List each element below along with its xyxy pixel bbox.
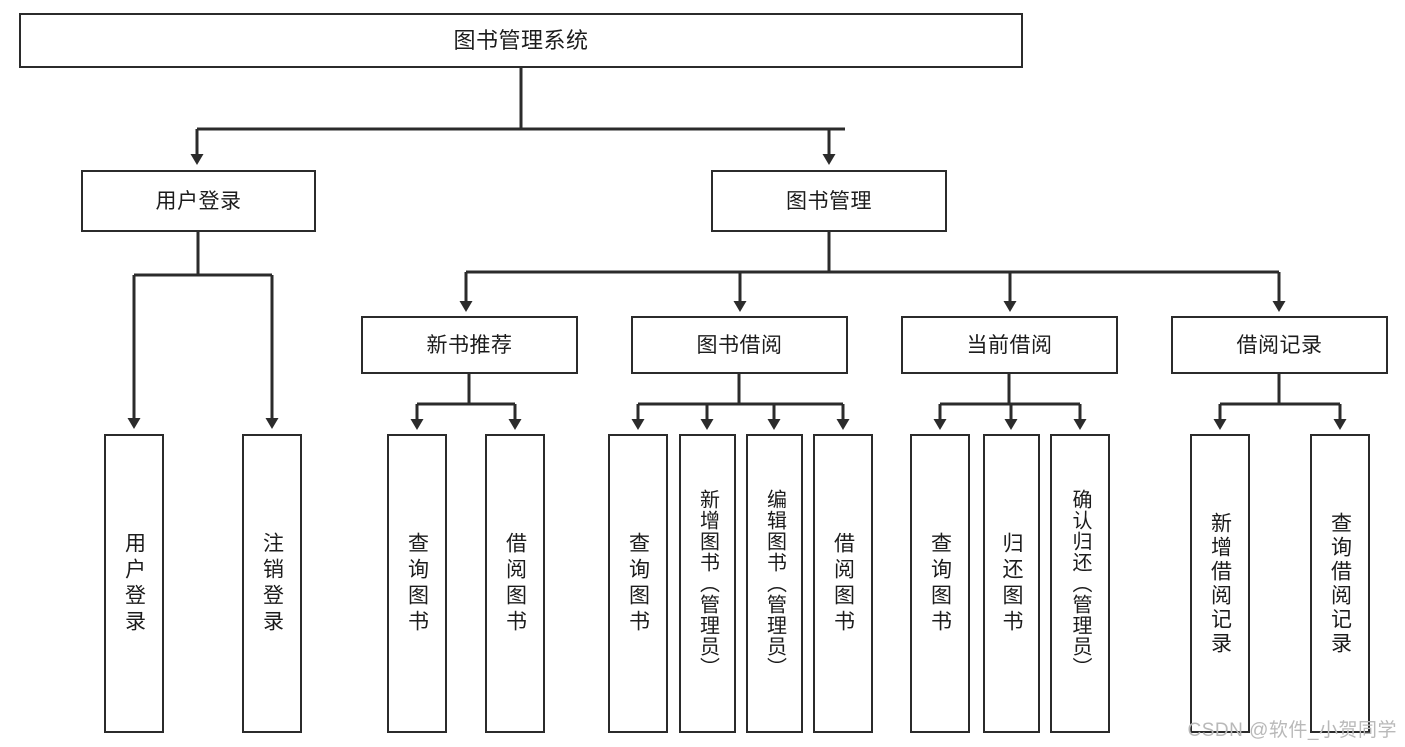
node-label: 图书管理系统 bbox=[453, 27, 589, 53]
leaf-newbook-query-book[interactable]: 查询图书 bbox=[387, 434, 447, 733]
node-label: 归还图书 bbox=[1000, 531, 1023, 636]
leaf-record-query-borrow-record[interactable]: 查询借阅记录 bbox=[1310, 434, 1370, 733]
leaf-user-login[interactable]: 用户登录 bbox=[104, 434, 164, 733]
leaf-borrow-add-book-admin[interactable]: 新增图书（管理员） bbox=[679, 434, 736, 733]
node-label: 确认归还（管理员） bbox=[1069, 489, 1091, 678]
node-label: 编辑图书（管理员） bbox=[763, 489, 786, 678]
node-label: 借阅记录 bbox=[1236, 333, 1323, 357]
node-label: 查询借阅记录 bbox=[1328, 511, 1352, 656]
node-user-login[interactable]: 用户登录 bbox=[81, 170, 316, 232]
node-label: 新增借阅记录 bbox=[1208, 511, 1232, 656]
node-book-management[interactable]: 图书管理 bbox=[711, 170, 947, 232]
node-label: 查询图书 bbox=[626, 531, 650, 636]
leaf-borrow-borrow-book[interactable]: 借阅图书 bbox=[813, 434, 873, 733]
leaf-newbook-borrow-book[interactable]: 借阅图书 bbox=[485, 434, 545, 733]
node-root-book-management-system[interactable]: 图书管理系统 bbox=[19, 13, 1023, 68]
node-label: 用户登录 bbox=[155, 189, 242, 213]
leaf-record-add-borrow-record[interactable]: 新增借阅记录 bbox=[1190, 434, 1250, 733]
node-book-borrow[interactable]: 图书借阅 bbox=[631, 316, 848, 374]
node-new-book-recommend[interactable]: 新书推荐 bbox=[361, 316, 578, 374]
leaf-current-query-book[interactable]: 查询图书 bbox=[910, 434, 970, 733]
leaf-borrow-query-book[interactable]: 查询图书 bbox=[608, 434, 668, 733]
leaf-current-confirm-return-admin[interactable]: 确认归还（管理员） bbox=[1050, 434, 1110, 733]
node-current-borrow[interactable]: 当前借阅 bbox=[901, 316, 1118, 374]
node-label: 注销登录 bbox=[260, 531, 284, 636]
node-label: 新书推荐 bbox=[426, 333, 513, 357]
leaf-borrow-edit-book-admin[interactable]: 编辑图书（管理员） bbox=[746, 434, 803, 733]
node-label: 借阅图书 bbox=[831, 531, 855, 636]
leaf-user-logout[interactable]: 注销登录 bbox=[242, 434, 302, 733]
node-label: 查询图书 bbox=[405, 531, 429, 636]
node-label: 新增图书（管理员） bbox=[696, 489, 719, 678]
node-borrow-record[interactable]: 借阅记录 bbox=[1171, 316, 1388, 374]
node-label: 图书借阅 bbox=[696, 333, 783, 357]
node-label: 借阅图书 bbox=[503, 531, 527, 636]
leaf-current-return-book[interactable]: 归还图书 bbox=[983, 434, 1040, 733]
node-label: 查询图书 bbox=[928, 531, 952, 636]
node-label: 图书管理 bbox=[786, 189, 872, 213]
node-label: 当前借阅 bbox=[966, 333, 1053, 357]
node-label: 用户登录 bbox=[122, 531, 146, 636]
